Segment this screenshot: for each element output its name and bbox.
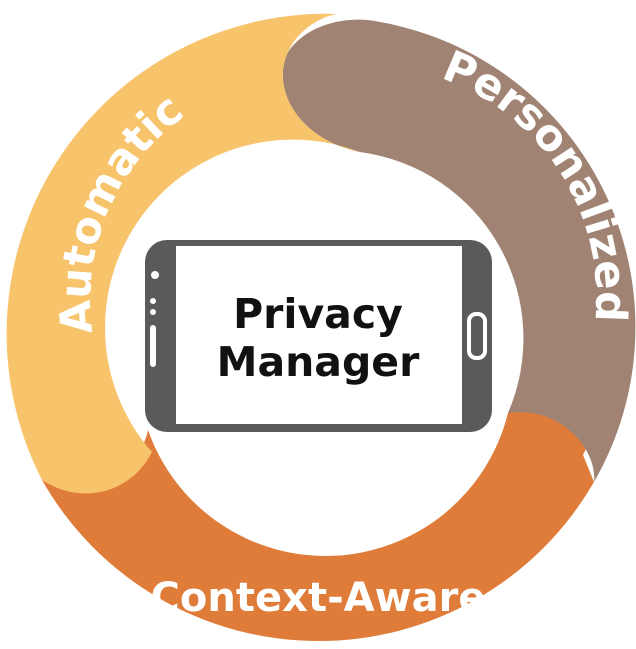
- ring: [6, 13, 636, 642]
- center-title-line-2: Manager: [217, 338, 420, 386]
- phone-home-button: [467, 312, 487, 360]
- center-title-line-1: Privacy: [233, 290, 403, 338]
- context-aware-segment: [42, 391, 594, 642]
- phone-sensor-dot: [150, 309, 156, 315]
- phone-sensor-dot: [150, 298, 156, 304]
- phone-speaker: [150, 325, 156, 367]
- phone-camera-dot: [151, 271, 159, 279]
- automatic-segment: [6, 13, 360, 494]
- phone-icon: [145, 240, 492, 432]
- context-aware-label: Context-Aware: [151, 575, 486, 621]
- phone-screen: [176, 246, 462, 424]
- personalized-segment: [282, 19, 636, 482]
